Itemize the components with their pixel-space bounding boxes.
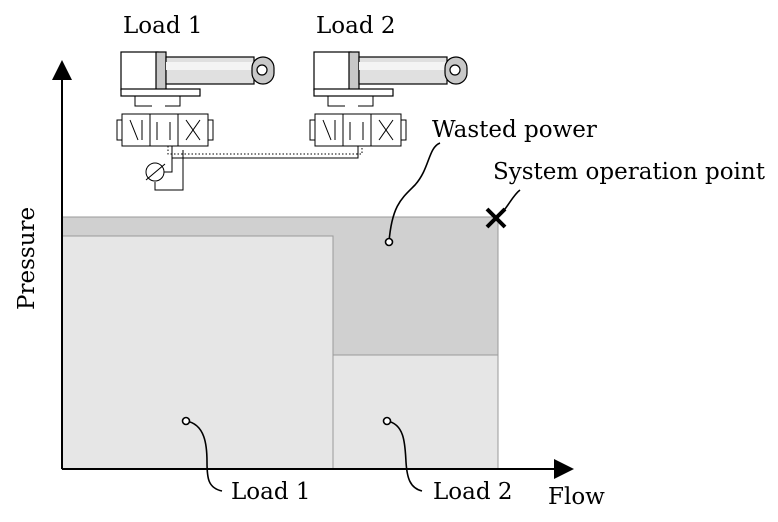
load-1-dot: [181, 416, 191, 426]
load-1-title: Load 1: [123, 13, 203, 39]
pilot-lines: [167, 146, 363, 159]
load-2-title: Load 2: [316, 13, 396, 39]
axes: [52, 60, 574, 479]
load-2-leader: [386, 420, 423, 492]
load-1-region-label: Load 1: [231, 479, 311, 505]
load-2-region-label: Load 2: [433, 479, 513, 505]
power-regions: [61, 216, 499, 470]
leader-dots: [181, 237, 394, 426]
load-1-valve-icon: [116, 96, 214, 147]
load-2-cylinder-icon: [313, 51, 468, 97]
wasted-power-label: Wasted power: [432, 117, 597, 143]
operation-point-leader: [496, 189, 521, 219]
load-2-power-region: [332, 354, 499, 470]
load-1-cylinder-icon: [120, 51, 275, 97]
wasted-power-leader: [388, 142, 441, 243]
load-2-dot: [382, 416, 392, 426]
load-1-leader: [185, 420, 223, 492]
pump-icon: [145, 146, 184, 191]
leader-lines: [185, 142, 521, 492]
load-2-valve-icon: [309, 96, 407, 147]
wasted-power-dot: [384, 237, 394, 247]
y-axis-label: Pressure: [14, 207, 40, 310]
x-axis-label: Flow: [548, 484, 605, 510]
operation-point-label: System operation point: [493, 159, 766, 185]
load-1-power-region: [61, 235, 334, 470]
